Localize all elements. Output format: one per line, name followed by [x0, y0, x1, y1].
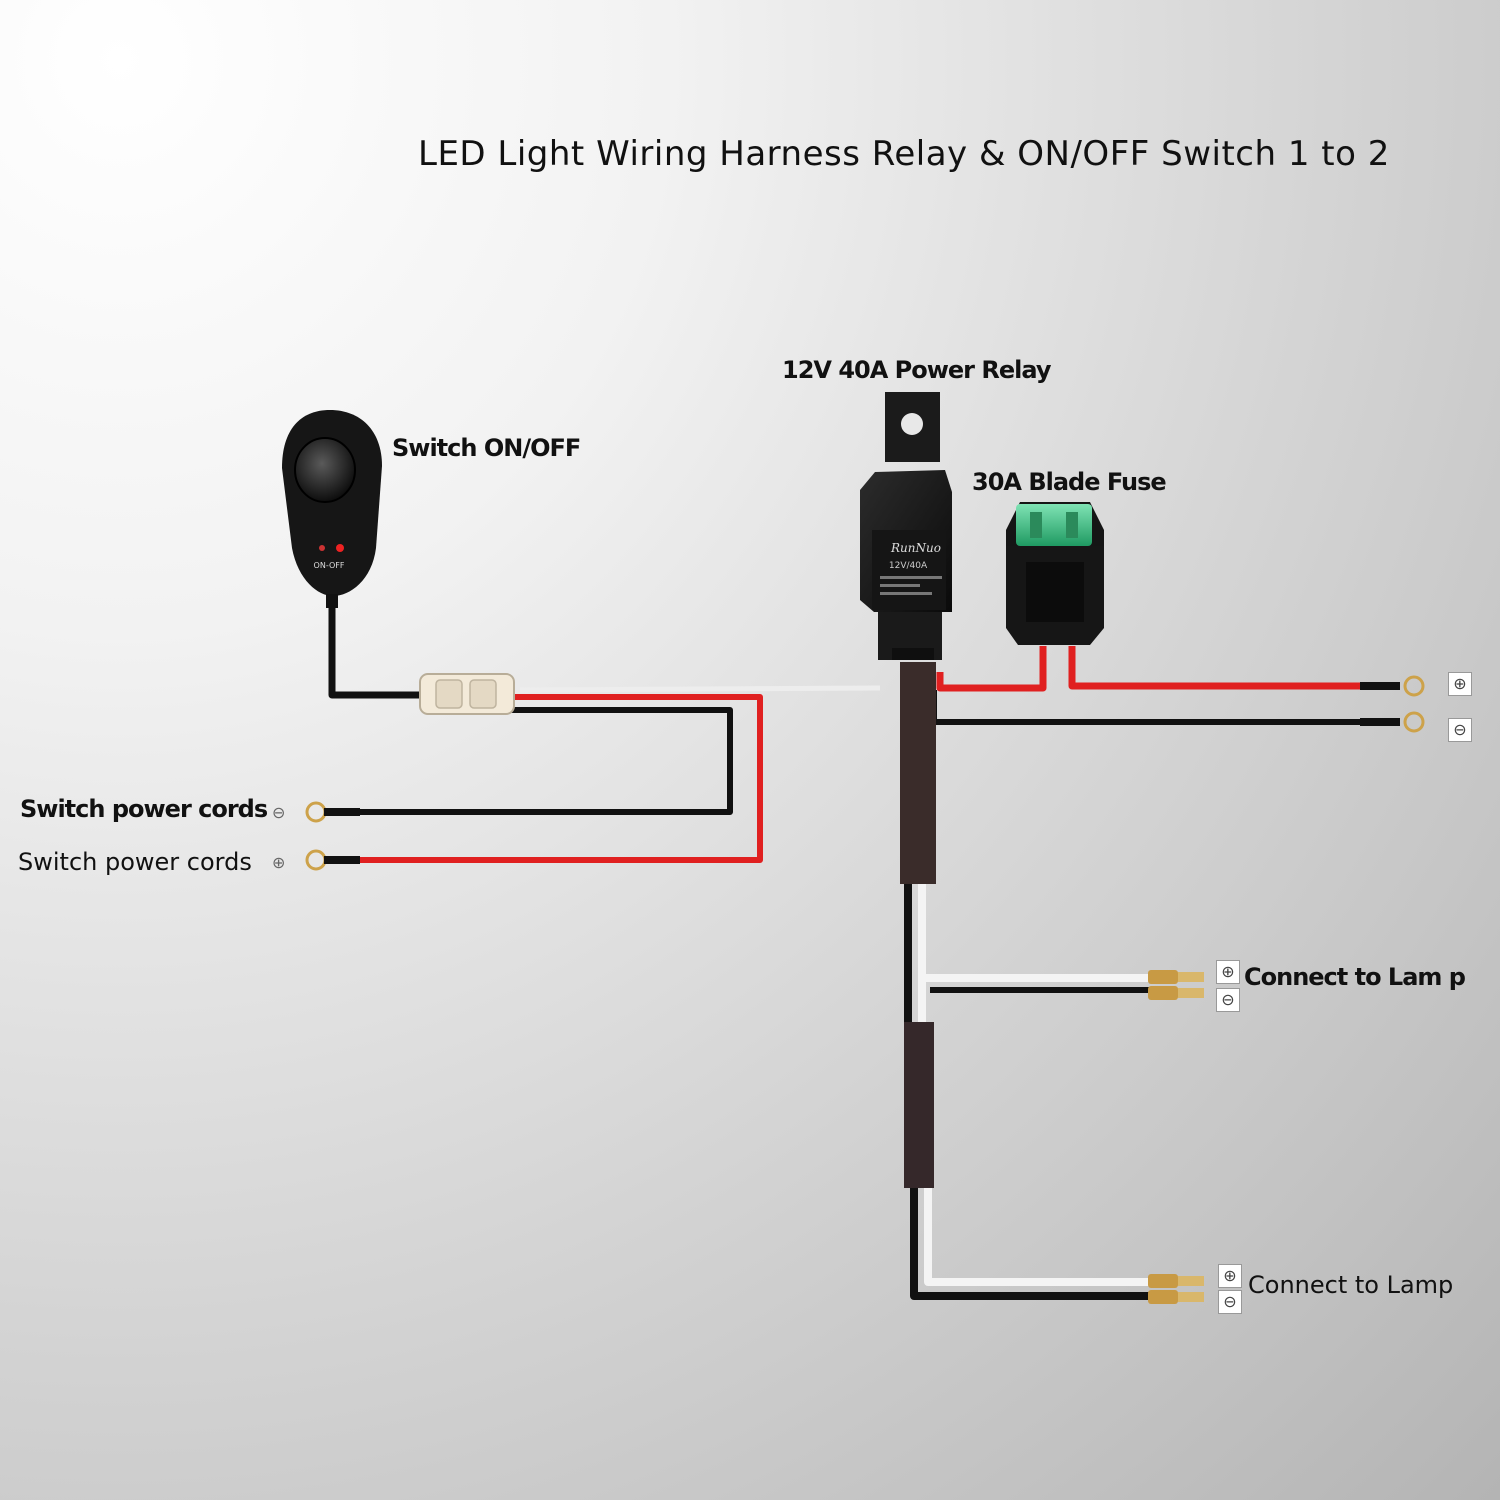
minus-symbol-lamp-2: ⊖: [1218, 1290, 1242, 1314]
ring-terminal-neg: [305, 801, 360, 823]
relay-brand-text: RunNuo: [890, 541, 941, 555]
switch-power-cords-pos-label: Switch power cords: [18, 848, 252, 876]
switch-label: Switch ON/OFF: [392, 434, 581, 462]
relay-rating-text: 12V/40A: [889, 561, 928, 571]
power-relay: RunNuo 12V/40A: [860, 392, 952, 660]
diagram-title: LED Light Wiring Harness Relay & ON/OFF …: [418, 134, 1390, 174]
switch-connector: [419, 673, 515, 715]
plus-symbol-lamp-1: ⊕: [1216, 960, 1240, 984]
on-off-switch: ON-OFF: [282, 410, 382, 608]
minus-symbol-lamp-1: ⊖: [1216, 988, 1240, 1012]
plus-symbol-battery: ⊕: [1448, 672, 1472, 696]
connect-to-lamp-1-label: Connect to Lam p: [1244, 963, 1466, 991]
plus-symbol-lamp-2: ⊕: [1218, 1264, 1242, 1288]
main-harness-trunk: [900, 662, 936, 1188]
lamp-2-spade-connectors: [1148, 1274, 1204, 1304]
minus-symbol-left: ⊖: [272, 803, 286, 822]
battery-ring-neg: [1360, 711, 1425, 733]
switch-power-cords-neg-label: Switch power cords: [20, 795, 268, 823]
blade-fuse-holder: [1006, 502, 1104, 645]
fuse-label: 30A Blade Fuse: [972, 468, 1167, 496]
connect-to-lamp-2-label: Connect to Lamp: [1248, 1271, 1454, 1299]
ring-terminal-pos: [305, 849, 360, 871]
switch-wiring: [328, 606, 881, 863]
relay-label: 12V 40A Power Relay: [782, 356, 1051, 384]
battery-wiring: [931, 646, 1380, 725]
switch-on-off-text: ON-OFF: [314, 561, 345, 570]
plus-symbol-left: ⊕: [272, 853, 286, 872]
battery-ring-pos: [1360, 675, 1425, 697]
lamp-1-spade-connectors: [1148, 970, 1204, 1000]
lamp-wiring: [904, 884, 1150, 1300]
minus-symbol-battery: ⊖: [1448, 718, 1472, 742]
